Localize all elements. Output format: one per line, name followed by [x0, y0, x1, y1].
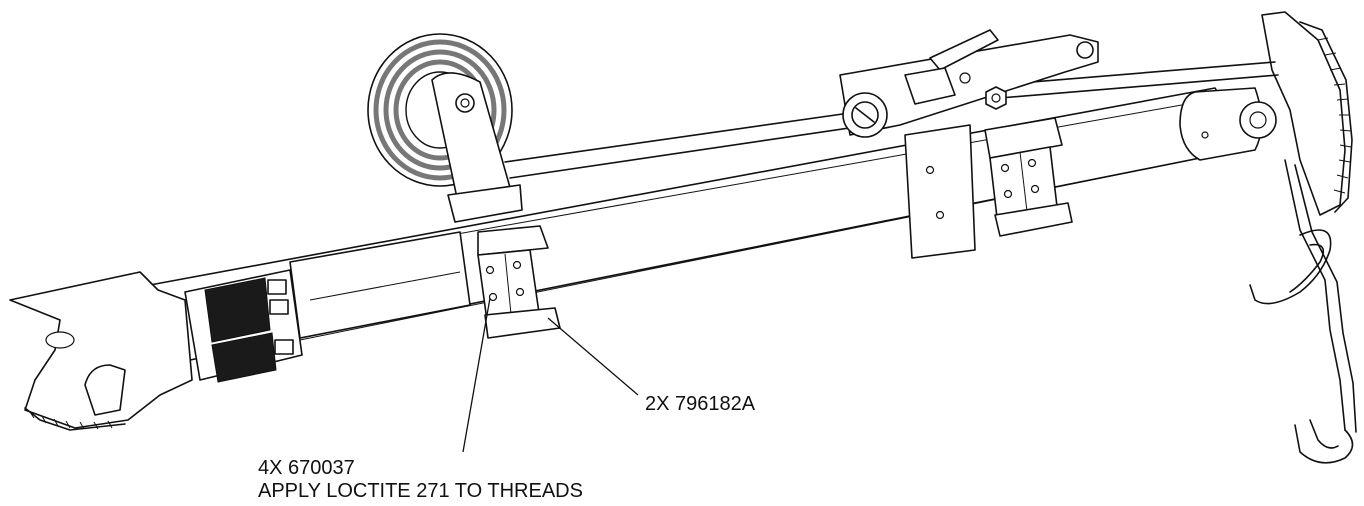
tape-reel: [367, 33, 523, 223]
leader-screw: [462, 297, 491, 453]
jaw-head: [1239, 11, 1353, 216]
leader-clamp: [547, 317, 639, 396]
leader-lines: [462, 297, 639, 453]
callout-screw-instruction: APPLY LOCTITE 271 TO THREADS: [258, 480, 583, 502]
clamp-left: [477, 225, 561, 339]
callout-clamp: 2X 796182A: [645, 393, 756, 415]
left-jaw: [9, 271, 193, 431]
ratchet: [839, 29, 1099, 138]
callout-screw-partnumber: 4X 670037: [258, 457, 355, 479]
grip-collar: [184, 269, 303, 383]
main-tube: [149, 87, 1251, 363]
clamp-right: [904, 117, 1073, 259]
strap: [504, 61, 1279, 179]
hooks: [1249, 159, 1357, 464]
